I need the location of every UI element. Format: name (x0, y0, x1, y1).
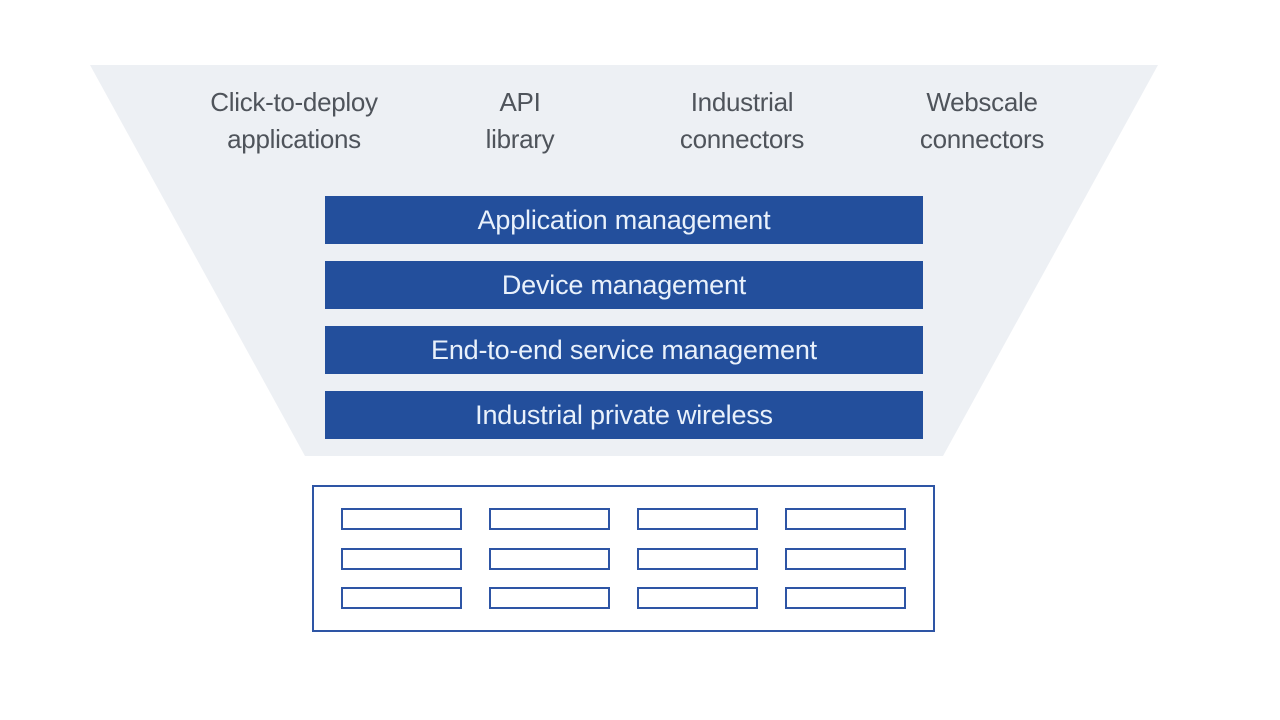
infrastructure-cell (341, 508, 462, 530)
infrastructure-cell (785, 547, 906, 570)
infrastructure-cell (489, 508, 610, 530)
layer-bar-application-management: Application management (325, 196, 923, 244)
infrastructure-cell (341, 587, 462, 609)
layer-bar-device-management: Device management (325, 261, 923, 309)
infrastructure-cell (785, 587, 906, 609)
funnel-label-industrial-connectors: Industrial connectors (679, 87, 805, 154)
infrastructure-cell (637, 508, 758, 530)
funnel-label-api-library: API library (485, 87, 555, 154)
infrastructure-cell (785, 508, 906, 530)
layer-bar-industrial-private-wireless: Industrial private wireless (325, 391, 923, 439)
layer-bar-end-to-end-service-management: End-to-end service management (325, 326, 923, 374)
infrastructure-cell (489, 587, 610, 609)
funnel-label-webscale-connectors: Webscale connectors (919, 87, 1045, 154)
infrastructure-cell (637, 547, 758, 570)
infrastructure-cell (489, 547, 610, 570)
funnel-label-click-to-deploy-applications: Click-to-deploy applications (210, 87, 378, 154)
infrastructure-cell (341, 547, 462, 570)
infrastructure-box (312, 485, 935, 632)
infrastructure-cell (637, 587, 758, 609)
